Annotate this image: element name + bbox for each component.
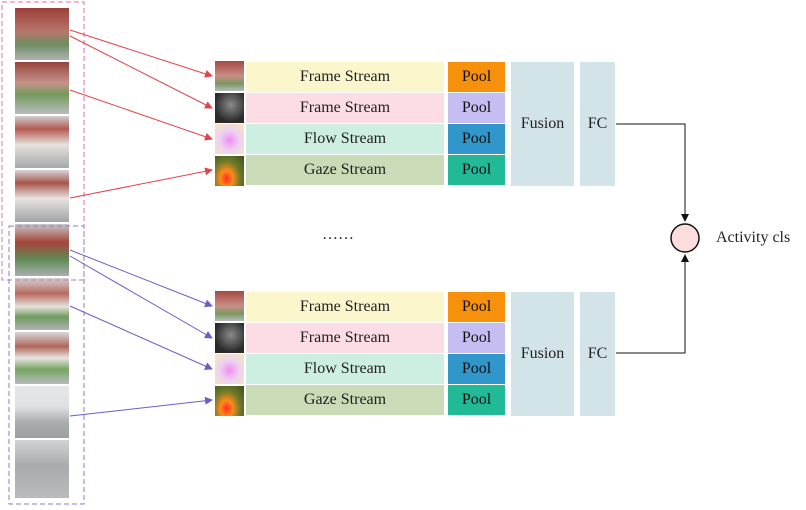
output-label: Activity cls (716, 229, 791, 246)
fc-to-output-arrow (616, 123, 689, 222)
optical-flow-thumbnail (215, 124, 244, 154)
frame-stream-box: Frame Stream (246, 93, 444, 123)
input-arrow (69, 255, 213, 339)
pool-box: Pool (448, 93, 505, 123)
pool-box: Pool (448, 385, 505, 415)
gaze-heatmap-thumbnail (215, 386, 244, 416)
grayscale-frame-thumbnail (215, 93, 244, 123)
fusion-box: Fusion (511, 292, 574, 416)
input-arrow (69, 35, 213, 109)
frame-stream-box: Frame Stream (246, 62, 444, 92)
gaze-heatmap-thumbnail (215, 156, 244, 186)
pool-box: Pool (448, 323, 505, 353)
gaze-stream-box: Gaze Stream (246, 155, 444, 185)
video-frame-2 (15, 62, 69, 114)
gaze-stream-box: Gaze Stream (246, 385, 444, 415)
input-arrow (69, 29, 213, 78)
pool-box: Pool (448, 292, 505, 322)
frame-stream-box: Frame Stream (246, 323, 444, 353)
input-arrow (69, 305, 213, 370)
frame-stream-box: Frame Stream (246, 292, 444, 322)
pool-box: Pool (448, 155, 505, 185)
pool-box: Pool (448, 62, 505, 92)
input-arrow (69, 249, 213, 308)
pool-box: Pool (448, 124, 505, 154)
fc-box: FC (580, 292, 615, 416)
video-frame-6 (15, 278, 69, 330)
video-frame-9 (15, 440, 69, 498)
input-arrow (69, 89, 213, 141)
grayscale-frame-thumbnail (215, 323, 244, 353)
flow-stream-box: Flow Stream (246, 354, 444, 384)
optical-flow-thumbnail (215, 354, 244, 384)
ellipsis: …… (322, 226, 354, 243)
frame-input-thumbnail (215, 61, 244, 91)
fc-to-output-arrow (616, 254, 689, 354)
output-node (670, 223, 700, 253)
frame-input-thumbnail (215, 291, 244, 321)
video-frame-7 (15, 332, 69, 384)
pool-box: Pool (448, 354, 505, 384)
input-arrow (69, 167, 213, 199)
flow-stream-box: Flow Stream (246, 124, 444, 154)
fc-box: FC (580, 62, 615, 186)
video-frame-4 (15, 170, 69, 222)
input-arrow (69, 396, 213, 417)
video-frame-8 (15, 386, 69, 438)
video-frame-1 (15, 8, 69, 60)
video-frame-3 (15, 116, 69, 168)
fusion-box: Fusion (511, 62, 574, 186)
video-frame-5 (15, 224, 69, 276)
